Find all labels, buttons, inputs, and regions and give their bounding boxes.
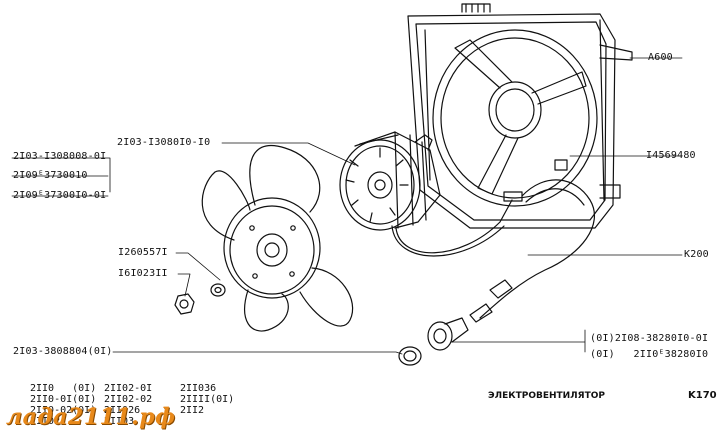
model-item: 2II02-0I	[104, 383, 153, 394]
model-item: 2II03	[104, 416, 135, 427]
fan-motor	[339, 131, 523, 257]
model-list-col2: 2II02-0I 2II02-02 2II026 2II03	[104, 383, 152, 427]
callout-switch-1: (0I)2I08-38280I0-0I	[590, 333, 709, 344]
callout-switch-2: (0I) 2II0ᴱ38280I0	[590, 349, 709, 360]
model-item: 2II036	[180, 383, 217, 394]
callout-washer: I6I023II	[118, 268, 168, 279]
model-list-col3: 2II036 2IIII(0I) 2II2	[180, 383, 234, 416]
callout-clip: I4569480	[646, 150, 696, 161]
model-item: 2II0 (0I)	[30, 383, 97, 394]
site-watermark: лада2111.рф	[6, 404, 176, 430]
model-item: 2II02-02	[104, 394, 153, 405]
wire-harness	[469, 159, 595, 323]
fan-impeller	[201, 144, 354, 332]
seal-ring	[398, 346, 422, 366]
diagram-title: ЭЛЕКТРОВЕНТИЛЯТОР	[488, 391, 605, 401]
leader-lines	[11, 57, 683, 355]
callout-assembly-3: 2I09ᴱ37300I0-0I	[13, 190, 107, 201]
model-item: 2II0-02(0I)	[30, 405, 97, 416]
washer	[210, 283, 226, 297]
model-item: 2II2	[180, 405, 205, 416]
temperature-switch	[427, 317, 469, 351]
model-item: 2II02	[30, 416, 61, 427]
model-list-col1: 2II0 (0I) 2II0-0I(0I) 2II0-02(0I) 2II02	[30, 383, 96, 427]
callout-a600: A600	[648, 52, 673, 63]
callout-seal: 2I03-3808804(0I)	[13, 346, 113, 357]
fan-shroud	[407, 3, 633, 229]
model-item: 2II026	[104, 405, 141, 416]
callout-fan-motor: 2I03-I3080I0-I0	[117, 137, 211, 148]
nut	[174, 293, 195, 315]
model-item: 2IIII(0I)	[180, 394, 235, 405]
callout-nut: I260557I	[118, 247, 168, 258]
callout-assembly-2: 2I09ᴱ3730010	[13, 170, 88, 181]
page-code: K170	[688, 390, 717, 401]
callout-assembly-1: 2I03-I308008-0I	[13, 151, 107, 162]
callout-k200: K200	[684, 249, 709, 260]
model-item: 2II0-0I(0I)	[30, 394, 97, 405]
